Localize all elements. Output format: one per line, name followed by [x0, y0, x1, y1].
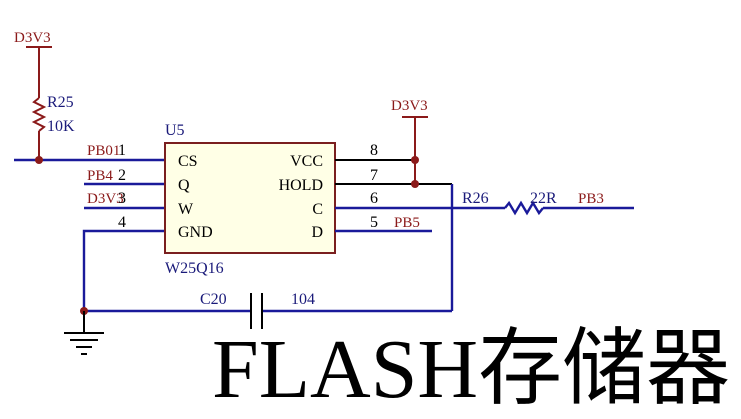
pin-number-hold: 7: [370, 167, 378, 184]
net-label-w: D3V3: [87, 191, 124, 207]
r26-designator: R26: [462, 190, 489, 207]
net-label-cs: PB01: [87, 143, 120, 159]
pin-number-q: 2: [118, 167, 126, 184]
pin-name-hold: HOLD: [279, 177, 323, 194]
ground-symbol: [64, 311, 104, 355]
c20-value: 104: [291, 291, 315, 308]
pin-number-vcc: 8: [370, 142, 378, 159]
c20-designator: C20: [200, 291, 227, 308]
pin-number-d: 5: [370, 214, 378, 231]
wire-q: PB4 2: [84, 167, 165, 186]
wire-gnd: 4: [82, 214, 165, 311]
junction-dot: [35, 156, 43, 164]
wire-clk: 6 R26 22R PB3: [335, 190, 634, 216]
net-label-clk: PB3: [578, 191, 604, 207]
wire-w: D3V3 3: [84, 190, 165, 210]
power-label-left: D3V3: [14, 30, 51, 46]
junction-dot: [411, 156, 419, 164]
junction-dot: [411, 180, 419, 188]
u5-part-number: W25Q16: [165, 260, 224, 277]
resistor-r25: R25 10K: [31, 94, 75, 160]
net-label-d: PB5: [394, 215, 420, 231]
net-label-q: PB4: [87, 168, 113, 184]
wire-d: 5 PB5: [335, 214, 432, 233]
pin-number-gnd: 4: [118, 214, 126, 231]
wire-hold: 7: [335, 167, 452, 185]
power-symbol-d3v3-hold: D3V3: [391, 98, 428, 188]
capacitor-c20: C20 104: [200, 291, 315, 329]
u5-designator: U5: [165, 122, 185, 139]
r26-value: 22R: [530, 190, 557, 207]
pin-name-gnd: GND: [178, 224, 213, 241]
diagram-title: FLASH存储器: [212, 323, 731, 416]
pin-name-cs: CS: [178, 153, 198, 170]
pin-name-vcc: VCC: [290, 153, 323, 170]
r25-value: 10K: [47, 118, 75, 135]
pin-number-w: 3: [118, 190, 126, 207]
pin-name-q: Q: [178, 177, 190, 194]
pin-name-d: D: [311, 224, 323, 241]
r25-designator: R25: [47, 94, 74, 111]
power-symbol-d3v3-left: D3V3: [14, 30, 52, 98]
wire-vcc: 8: [335, 142, 415, 161]
pin-number-cs: 1: [118, 142, 126, 159]
power-label-hold: D3V3: [391, 98, 428, 114]
wire-cs: PB01 1: [14, 142, 165, 164]
pin-name-w: W: [178, 201, 194, 218]
chip-u5: U5 W25Q16 CS Q W GND VCC HOLD C D: [164, 122, 336, 277]
pin-name-c: C: [312, 201, 323, 218]
wire-cap-loop: [80, 184, 454, 315]
pin-number-clk: 6: [370, 190, 378, 207]
